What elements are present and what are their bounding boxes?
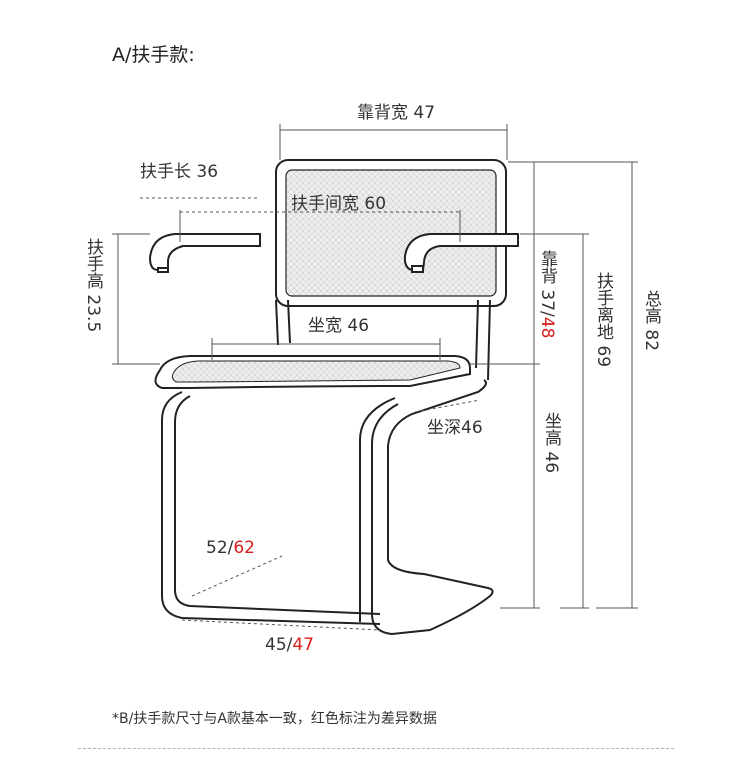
cantilever-frame — [161, 379, 494, 636]
dimension-lines — [112, 124, 638, 631]
armrest-height-label: 扶手高 23.5 — [83, 238, 103, 333]
base-width-label: 45/47 — [265, 637, 314, 654]
page-title: A/扶手款: — [112, 44, 195, 66]
right-armrest — [403, 233, 519, 273]
base-width-value-a: 45/ — [265, 635, 293, 655]
arm-from-floor-label: 扶手离地 69 — [593, 272, 613, 368]
dashed-divider — [78, 748, 674, 749]
chair-back — [275, 159, 507, 307]
left-armrest — [148, 233, 261, 273]
total-height-label: 总高 82 — [641, 290, 661, 352]
footnote: *B/扶手款尺寸与A款基本一致，红色标注为差异数据 — [112, 711, 437, 727]
back-height-value-a: 靠背 37/ — [537, 250, 557, 317]
back-width-label: 靠背宽 47 — [357, 103, 436, 123]
back-height-value-b: 48 — [537, 316, 557, 339]
seat-width-label: 坐宽 46 — [308, 316, 370, 336]
depth-value-b: 62 — [233, 538, 255, 558]
seat-height-label: 坐高 46 — [541, 412, 561, 474]
depth-dimension-label: 52/62 — [206, 540, 255, 557]
back-legs — [275, 299, 491, 381]
seat-depth-label: 坐深46 — [427, 418, 483, 438]
depth-value-a: 52/ — [206, 538, 234, 558]
back-height-label: 靠背 37/48 — [537, 250, 557, 339]
chair-seat — [154, 355, 471, 389]
armrest-spacing-label: 扶手间宽 60 — [291, 194, 387, 214]
base-width-value-b: 47 — [292, 635, 314, 655]
armrest-length-label: 扶手长 36 — [140, 162, 219, 182]
